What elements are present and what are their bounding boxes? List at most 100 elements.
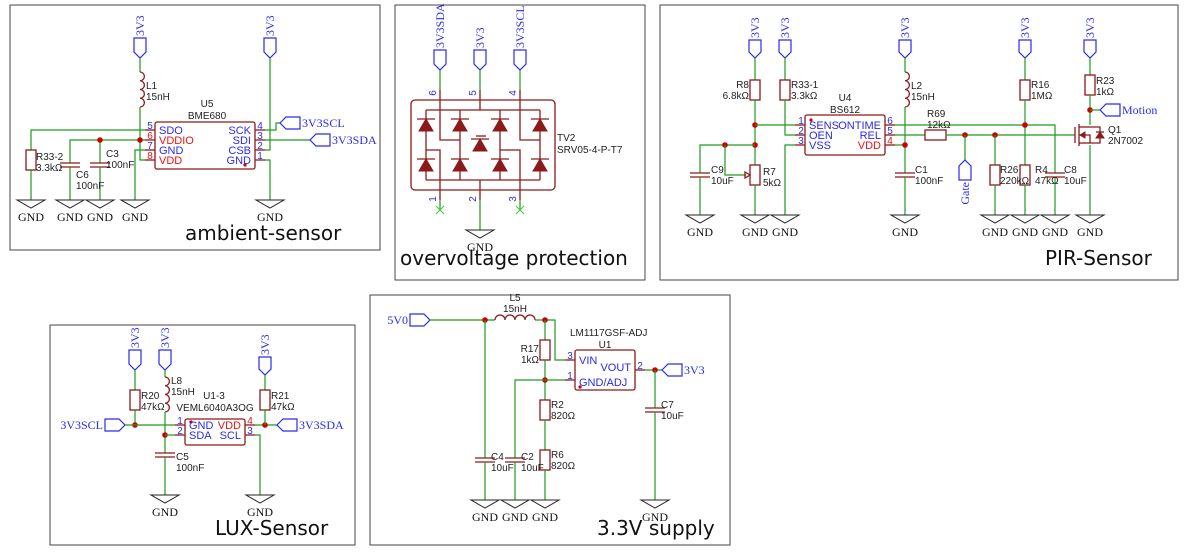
no-connect-icon	[515, 205, 525, 215]
ground-icon	[529, 499, 561, 509]
wire	[69, 139, 145, 163]
component-value: 15nH	[911, 92, 935, 103]
net-port-flag	[158, 349, 172, 371]
pin-number: 3	[508, 196, 519, 202]
junction-dot	[137, 137, 143, 143]
resistor-symbol	[1084, 74, 1096, 96]
net-label: Gate	[958, 182, 972, 205]
resistor-symbol	[989, 164, 1001, 186]
ground-label: GND	[742, 225, 768, 239]
wire	[265, 159, 271, 200]
body-diode-icon	[1095, 131, 1105, 139]
net-label: 3V3	[748, 17, 762, 38]
wire	[895, 124, 1056, 173]
ic-u1-3-body	[184, 418, 246, 446]
net-port-flag	[133, 37, 147, 59]
panel-title: overvoltage protection	[400, 246, 628, 270]
net-port-flag	[279, 116, 301, 130]
pir-U4-part: BS612	[830, 105, 860, 116]
supply-U1-part: LM1117GSF-ADJ	[570, 328, 647, 339]
diode-symbol	[492, 158, 508, 172]
pin-number: 1	[428, 196, 439, 202]
pin-number: 1	[798, 116, 804, 127]
no-connect-icon	[435, 205, 445, 215]
pin-name: VOUT	[600, 362, 631, 374]
net-port-flag	[958, 159, 972, 181]
net-port-flag	[433, 49, 447, 71]
pin1-marker	[189, 420, 193, 424]
component-ref: R4	[1035, 165, 1048, 176]
pin1-marker	[243, 163, 247, 167]
component-line	[519, 90, 540, 141]
diode-symbol	[472, 138, 488, 152]
component-value: 820Ω	[551, 411, 576, 422]
pin-name: VSS	[809, 140, 831, 152]
ground-label: GND	[257, 210, 283, 224]
component-ref: R17	[521, 344, 540, 355]
component-ref: R8	[736, 80, 749, 91]
resistor-symbol	[129, 389, 141, 411]
ground-icon	[684, 214, 716, 224]
component-value: 10uF	[661, 411, 684, 422]
net-label: 3V3	[1018, 17, 1032, 38]
component-value: 100nF	[106, 160, 134, 171]
net-port-flag	[309, 133, 331, 147]
component-ref: R21	[271, 391, 290, 402]
ground-icon	[84, 199, 116, 209]
component-line	[500, 149, 521, 200]
pin-name: GND/ADJ	[579, 377, 627, 389]
ground-icon	[119, 199, 151, 209]
component-line	[439, 90, 460, 141]
component-value: 12kΩ	[927, 120, 951, 131]
ground-icon	[1074, 214, 1106, 224]
wire	[724, 145, 746, 176]
pin-number: 2	[637, 361, 643, 372]
wire	[30, 129, 145, 150]
component-value: 3.3kΩ	[791, 91, 818, 102]
net-port-flag	[409, 313, 431, 327]
component-ref: C6	[76, 170, 89, 181]
ic-u5-body	[154, 121, 256, 170]
ground-icon	[15, 199, 47, 209]
diode-symbol	[452, 158, 468, 172]
resistor-symbol	[539, 339, 551, 361]
net-label: 3V3	[1083, 17, 1097, 38]
net-label: Motion	[1122, 103, 1157, 117]
ground-label: GND	[532, 510, 558, 524]
panel-pir-sensor	[659, 4, 1179, 281]
ground-label: GND	[1077, 225, 1103, 239]
net-label: 3V3SCL	[302, 116, 345, 130]
pin-name: SDO	[159, 125, 183, 137]
wire	[139, 107, 145, 161]
ground-icon	[739, 214, 771, 224]
component-value: 2N7002	[1108, 136, 1143, 147]
component-ref: C5	[176, 452, 189, 463]
mosfet-arrow-icon	[1079, 131, 1086, 139]
pin-number: 2	[177, 426, 183, 437]
pin-number: 4	[887, 136, 893, 147]
component-ref: R6	[551, 450, 564, 461]
ground-label: GND	[152, 505, 178, 519]
component-ref: L8	[171, 376, 183, 387]
net-label: 3V3	[258, 334, 272, 355]
pin-number: 7	[147, 141, 153, 152]
component-value: 47kΩ	[1035, 176, 1059, 187]
pin-number: 5	[468, 90, 479, 96]
ground-label: GND	[87, 210, 113, 224]
wire	[265, 122, 280, 131]
component-value: 1kΩ	[521, 355, 540, 366]
net-label: 3V3	[473, 27, 487, 48]
panel-title: 3.3V supply	[597, 516, 715, 540]
net-port-flag	[258, 356, 272, 376]
component-ref: R2	[551, 400, 564, 411]
pin-number: 4	[247, 416, 253, 427]
net-label: 3V3SCL	[60, 418, 103, 432]
net-label: 3V3SDA	[332, 133, 377, 147]
pin-name: VDD	[858, 140, 881, 152]
component-ref: R7	[763, 167, 776, 178]
pin-name: SDI	[233, 135, 251, 147]
pin-name: OEN	[809, 130, 833, 142]
ambient-U5-ref: U5	[201, 99, 214, 110]
pin-name: SCL	[220, 430, 241, 442]
